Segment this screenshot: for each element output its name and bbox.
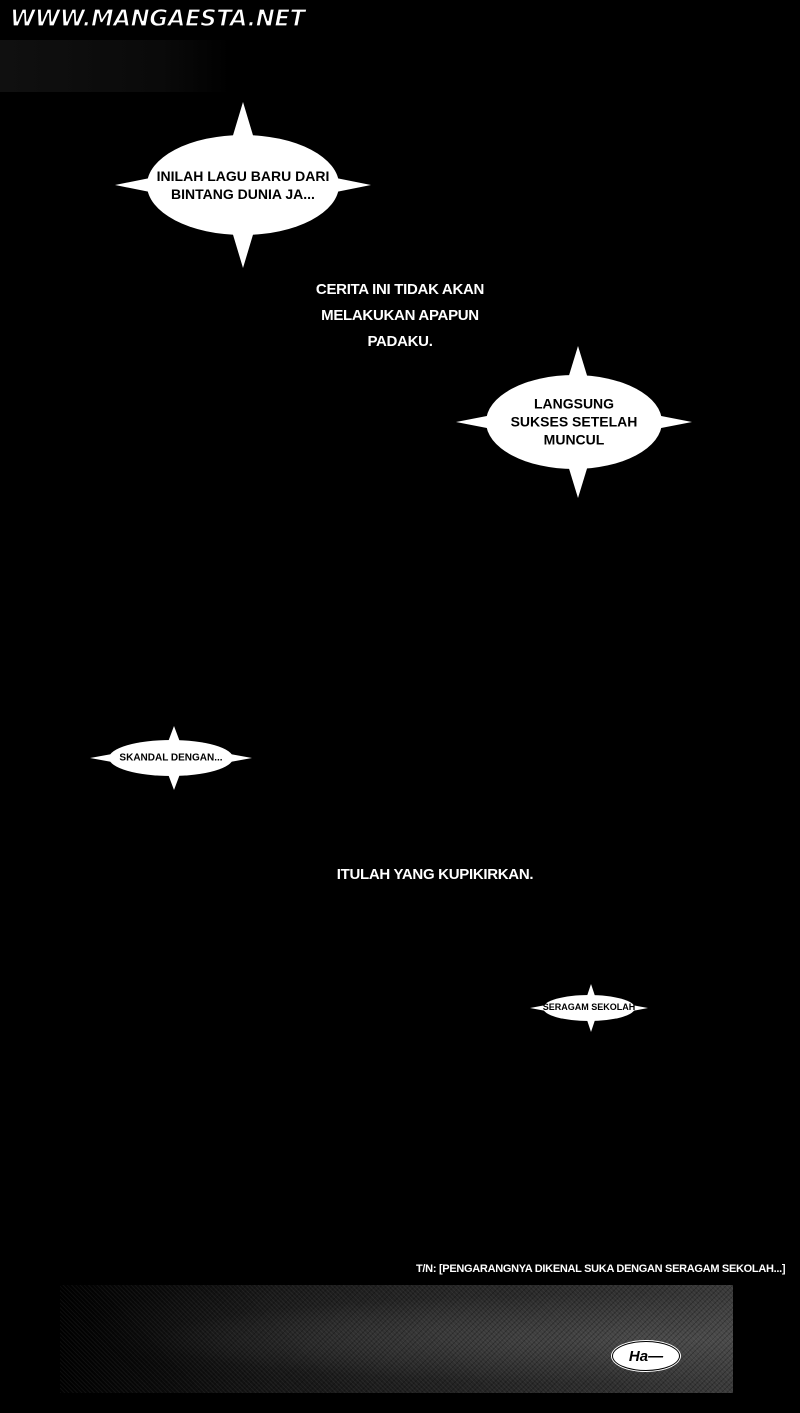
bubble-text: LANGSUNG SUKSES SETELAH MUNCUL [510,395,638,449]
translator-note: T/N: [PENGARANGNYA DIKENAL SUKA DENGAN S… [416,1263,786,1275]
speech-bubble-instant-success: LANGSUNG SUKSES SETELAH MUNCUL [456,346,692,498]
site-watermark: WWW.MANGAESTA.NET [9,5,305,32]
starburst-bubble-shape [456,346,692,498]
header-shade [0,40,230,92]
bubble-text: SKANDAL DENGAN... [119,752,223,764]
speech-bubble-school-uniform: SERAGAM SEKOLAH [530,984,648,1032]
starburst-bubble-shape [115,102,371,268]
speech-bubble-ha: Ha— [612,1341,680,1371]
narration-text-story: CERITA INI TIDAK AKAN MELAKUKAN APAPUN P… [315,281,485,350]
speech-bubble-scandal: SKANDAL DENGAN... [90,726,252,790]
starburst-bubble-shape [530,984,648,1032]
bubble-text: INILAH LAGU BARU DARI BINTANG DUNIA JA..… [156,167,330,202]
panel-texture [60,1285,733,1393]
starburst-bubble-shape [90,726,252,790]
bubble-text: SERAGAM SEKOLAH [542,1002,636,1013]
speech-bubble-new-song: INILAH LAGU BARU DARI BINTANG DUNIA JA..… [115,102,371,268]
bottom-panel [60,1285,733,1393]
narration-text-thought: ITULAH YANG KUPIKIRKAN. [336,866,534,883]
bubble-text: Ha— [628,1347,664,1365]
